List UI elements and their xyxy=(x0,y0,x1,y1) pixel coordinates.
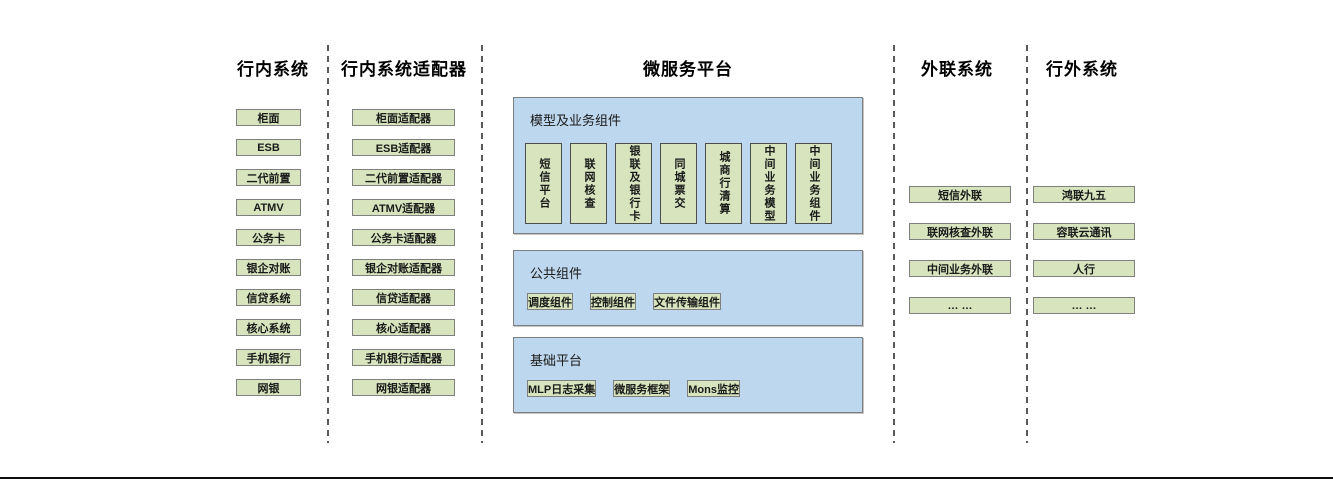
component-row: MLP日志采集 微服务框架 Mons监控 xyxy=(527,380,862,397)
system-box: 公务卡 xyxy=(236,229,301,246)
column-header-internal-systems: 行内系统 xyxy=(237,60,309,79)
adapter-box: ESB适配器 xyxy=(352,139,455,156)
system-box: 信贷系统 xyxy=(236,289,301,306)
component-label: 城商行清算 xyxy=(718,151,730,216)
column-header-microservice-platform: 微服务平台 xyxy=(643,60,733,79)
component-box: 中间业务组件 xyxy=(795,143,832,224)
outside-system-box: 人行 xyxy=(1033,260,1135,277)
component-box: 微服务框架 xyxy=(613,380,671,397)
component-box: 短信平台 xyxy=(525,143,562,224)
external-link-box: 短信外联 xyxy=(909,186,1011,203)
system-box: ATMV xyxy=(236,199,301,216)
column-header-internal-adapters: 行内系统适配器 xyxy=(341,60,467,79)
component-box: 同城票交 xyxy=(660,143,697,224)
adapter-box: 公务卡适配器 xyxy=(352,229,455,246)
adapter-box: 二代前置适配器 xyxy=(352,169,455,186)
system-box: 柜面 xyxy=(236,109,301,126)
component-box: 控制组件 xyxy=(590,293,636,310)
component-box: 银联及银行卡 xyxy=(615,143,652,224)
internal-systems-column: 柜面 ESB 二代前置 ATMV 公务卡 银企对账 信贷系统 核心系统 手机银行… xyxy=(236,109,301,396)
vertical-component-row: 短信平台 联网核查 银联及银行卡 同城票交 城商行清算 中间业务模型 中间业务组… xyxy=(525,143,862,224)
panel-common-components: 公共组件 调度组件 控制组件 文件传输组件 xyxy=(513,250,863,326)
component-box: Mons监控 xyxy=(687,380,740,397)
component-label: 联网核查 xyxy=(583,157,595,210)
panel-title: 基础平台 xyxy=(530,353,583,368)
system-box: 网银 xyxy=(236,379,301,396)
system-box: 二代前置 xyxy=(236,169,301,186)
component-box: 文件传输组件 xyxy=(653,293,721,310)
system-box: ESB xyxy=(236,139,301,156)
adapter-box: 柜面适配器 xyxy=(352,109,455,126)
column-header-outside-systems: 行外系统 xyxy=(1046,60,1118,79)
adapter-box: 手机银行适配器 xyxy=(352,349,455,366)
column-separator xyxy=(481,45,483,443)
panel-title: 公共组件 xyxy=(530,266,583,281)
component-box: 调度组件 xyxy=(527,293,573,310)
panel-model-business-components: 模型及业务组件 短信平台 联网核查 银联及银行卡 同城票交 城商行清算 中间业务… xyxy=(513,97,863,234)
adapter-box: 核心适配器 xyxy=(352,319,455,336)
internal-adapters-column: 柜面适配器 ESB适配器 二代前置适配器 ATMV适配器 公务卡适配器 银企对账… xyxy=(352,109,455,396)
outside-system-box: 鸿联九五 xyxy=(1033,186,1135,203)
component-label: 中间业务组件 xyxy=(808,144,820,223)
column-separator xyxy=(893,45,895,443)
external-link-box: 中间业务外联 xyxy=(909,260,1011,277)
column-separator xyxy=(327,45,329,443)
bottom-rule xyxy=(0,477,1333,479)
component-label: 短信平台 xyxy=(538,157,550,210)
external-link-box: 联网核查外联 xyxy=(909,223,1011,240)
panel-base-platform: 基础平台 MLP日志采集 微服务框架 Mons监控 xyxy=(513,337,863,413)
outside-system-box: … … xyxy=(1033,297,1135,314)
adapter-box: 银企对账适配器 xyxy=(352,259,455,276)
adapter-box: 网银适配器 xyxy=(352,379,455,396)
panel-title: 模型及业务组件 xyxy=(530,113,622,128)
outside-system-box: 容联云通讯 xyxy=(1033,223,1135,240)
system-box: 核心系统 xyxy=(236,319,301,336)
component-label: 银联及银行卡 xyxy=(628,144,640,223)
external-link-systems-column: 短信外联 联网核查外联 中间业务外联 … … xyxy=(909,186,1011,314)
component-box: 中间业务模型 xyxy=(750,143,787,224)
adapter-box: 信贷适配器 xyxy=(352,289,455,306)
system-box: 手机银行 xyxy=(236,349,301,366)
component-box: MLP日志采集 xyxy=(527,380,597,397)
component-label: 同城票交 xyxy=(673,157,685,210)
outside-systems-column: 鸿联九五 容联云通讯 人行 … … xyxy=(1033,186,1135,314)
component-label: 中间业务模型 xyxy=(763,144,775,223)
component-box: 联网核查 xyxy=(570,143,607,224)
column-header-external-link-systems: 外联系统 xyxy=(921,60,993,79)
adapter-box: ATMV适配器 xyxy=(352,199,455,216)
component-row: 调度组件 控制组件 文件传输组件 xyxy=(527,293,862,310)
system-box: 银企对账 xyxy=(236,259,301,276)
column-separator xyxy=(1026,45,1028,443)
external-link-box: … … xyxy=(909,297,1011,314)
component-box: 城商行清算 xyxy=(705,143,742,224)
